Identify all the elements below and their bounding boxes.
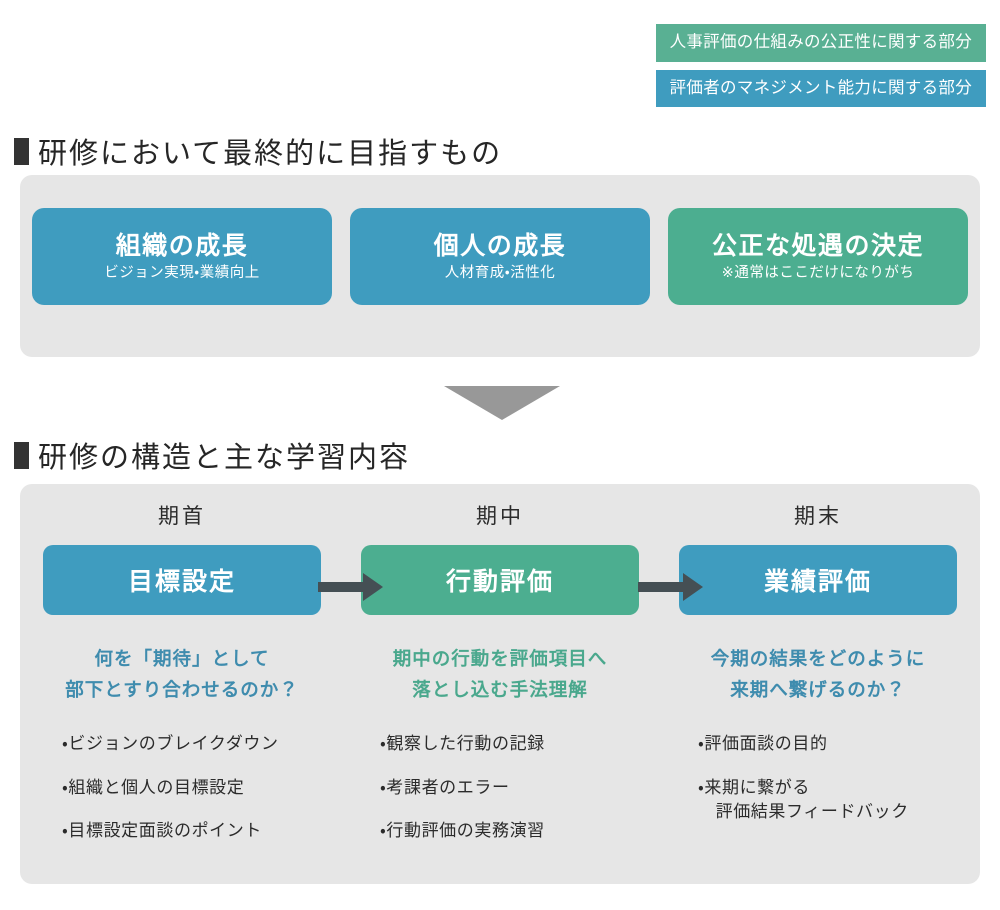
phase-column-kimatsu: 期末 業績評価 今期の結果をどのように 来期へ繋げるのか？ ・評価面談の目的 ・… bbox=[668, 506, 968, 844]
flow-arrow-icon-2 bbox=[638, 573, 703, 601]
phase-description: 今期の結果をどのように 来期へ繋げるのか？ bbox=[710, 649, 926, 701]
phase-column-kishu: 期首 目標設定 何を「期待」として 部下とすり合わせるのか？ ・ビジョンのブレイ… bbox=[32, 506, 332, 844]
phase-box-behavior-evaluation: 行動評価 bbox=[361, 545, 639, 615]
goal-card-title: 組織の成長 bbox=[115, 230, 249, 260]
structure-panel: 期首 目標設定 何を「期待」として 部下とすり合わせるのか？ ・ビジョンのブレイ… bbox=[20, 484, 980, 884]
goal-panel: 組織の成長 ビジョン実現・業績向上 個人の成長 人材育成・活性化 公正な処遇の決… bbox=[20, 175, 980, 357]
legend-item-fairness: 人事評価の仕組みの公正性に関する部分 bbox=[655, 24, 986, 62]
list-item: ・観察した行動の記録 bbox=[380, 734, 545, 755]
goal-card-organization: 組織の成長 ビジョン実現・業績向上 bbox=[32, 208, 332, 305]
goal-card-subtitle: ※通常はここだけになりがち bbox=[721, 264, 915, 281]
flow-arrow-icon-1 bbox=[318, 573, 383, 601]
section-heading-structure: 研修の構造と主な学習内容 bbox=[14, 434, 410, 476]
phase-label: 期末 bbox=[794, 504, 842, 528]
down-arrow-icon bbox=[444, 386, 560, 420]
list-item: ・目標設定面談のポイント bbox=[62, 821, 262, 842]
goal-card-title: 公正な処遇の決定 bbox=[711, 230, 924, 260]
list-item: ・来期に繋がる 評価結果フィードバック bbox=[698, 777, 909, 823]
phase-box-goal-setting: 目標設定 bbox=[43, 545, 321, 615]
phase-description: 何を「期待」として 部下とすり合わせるのか？ bbox=[65, 649, 299, 701]
square-bullet-icon bbox=[14, 441, 29, 469]
goal-card-fair-treatment: 公正な処遇の決定 ※通常はここだけになりがち bbox=[668, 208, 968, 305]
phase-point-list: ・評価面談の目的 ・来期に繋がる 評価結果フィードバック bbox=[668, 732, 968, 825]
phase-box-performance-evaluation: 業績評価 bbox=[679, 545, 957, 615]
phase-description: 期中の行動を評価項目へ 落とし込む手法理解 bbox=[392, 649, 608, 701]
legend: 人事評価の仕組みの公正性に関する部分 評価者のマネジメント能力に関する部分 bbox=[655, 24, 986, 107]
phase-label: 期中 bbox=[476, 504, 524, 528]
goal-card-subtitle: 人材育成・活性化 bbox=[444, 264, 556, 281]
legend-item-management: 評価者のマネジメント能力に関する部分 bbox=[655, 69, 986, 107]
square-bullet-icon bbox=[14, 137, 29, 165]
section-heading-goal: 研修において最終的に目指すもの bbox=[14, 130, 502, 172]
list-item: ・考課者のエラー bbox=[380, 777, 510, 798]
goal-card-row: 組織の成長 ビジョン実現・業績向上 個人の成長 人材育成・活性化 公正な処遇の決… bbox=[32, 208, 968, 305]
phase-column-kichu: 期中 行動評価 期中の行動を評価項目へ 落とし込む手法理解 ・観察した行動の記録… bbox=[350, 506, 650, 844]
list-item: ・ビジョンのブレイクダウン bbox=[62, 734, 279, 755]
goal-card-title: 個人の成長 bbox=[433, 230, 567, 260]
phase-point-list: ・ビジョンのブレイクダウン ・組織と個人の目標設定 ・目標設定面談のポイント bbox=[32, 732, 332, 844]
section-heading-structure-text: 研修の構造と主な学習内容 bbox=[38, 440, 411, 474]
phase-label: 期首 bbox=[158, 504, 206, 528]
goal-card-individual: 個人の成長 人材育成・活性化 bbox=[350, 208, 650, 305]
list-item: ・評価面談の目的 bbox=[698, 734, 828, 755]
section-heading-goal-text: 研修において最終的に目指すもの bbox=[38, 136, 503, 170]
phase-column-row: 期首 目標設定 何を「期待」として 部下とすり合わせるのか？ ・ビジョンのブレイ… bbox=[32, 506, 968, 844]
phase-point-list: ・観察した行動の記録 ・考課者のエラー ・行動評価の実務演習 bbox=[350, 732, 650, 844]
goal-card-subtitle: ビジョン実現・業績向上 bbox=[104, 264, 260, 281]
list-item: ・行動評価の実務演習 bbox=[380, 821, 545, 842]
list-item: ・組織と個人の目標設定 bbox=[62, 777, 245, 798]
